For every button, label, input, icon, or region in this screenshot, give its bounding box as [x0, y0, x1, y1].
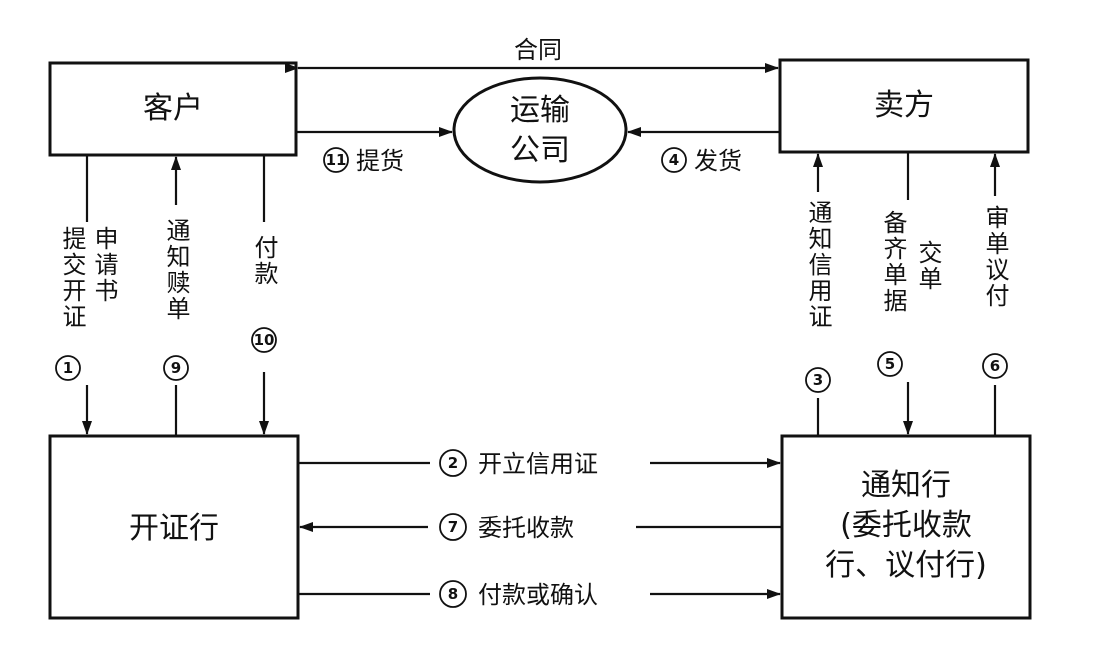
- contract-edge: 合同: [285, 36, 779, 73]
- issue-lc-edge: 2 开立信用证: [298, 449, 781, 478]
- step-9-circle: [163, 355, 189, 381]
- submit-documents-label-line1: 备齐单据: [879, 210, 907, 314]
- customer-label: 客户: [143, 91, 203, 126]
- step-5-circle: [877, 351, 903, 377]
- issuing-bank-label: 开证行: [129, 511, 219, 546]
- shipping-label-line1: 运输: [510, 93, 570, 128]
- step-2-circle: [439, 449, 467, 477]
- step-11-circle: [323, 147, 349, 173]
- step-1-circle: [55, 355, 81, 381]
- issue-lc-label: 开立信用证: [478, 450, 598, 478]
- step-8-number: 8: [448, 585, 458, 603]
- review-negotiate-edge: 审单议付 6: [981, 153, 1009, 436]
- step-3-number: 3: [813, 371, 823, 389]
- entrust-collection-edge: 7 委托收款: [299, 513, 782, 542]
- contract-label: 合同: [514, 36, 562, 64]
- apply-lc-label-line2: 申请书: [90, 226, 118, 304]
- step-6-number: 6: [990, 357, 1000, 375]
- notify-redeem-edge: 通知赎单 9: [162, 156, 190, 436]
- submit-documents-label-line2: 交单: [914, 240, 942, 292]
- submit-documents-edge: 备齐单据 交单 5: [877, 152, 942, 435]
- pay-or-confirm-label: 付款或确认: [478, 581, 598, 609]
- issuing-bank-node: 开证行: [48, 434, 300, 620]
- step-7-number: 7: [448, 518, 458, 536]
- shipping-label-line2: 公司: [510, 133, 570, 168]
- step-6-circle: [982, 353, 1008, 379]
- step-7-circle: [439, 513, 467, 541]
- step-10-number: 10: [254, 331, 275, 349]
- ship-goods-label: 发货: [694, 147, 742, 175]
- step-1-number: 1: [63, 359, 73, 377]
- advising-bank-label-line1: 通知行: [861, 468, 951, 503]
- notify-redeem-label: 通知赎单: [162, 218, 190, 322]
- notify-lc-label: 通知信用证: [804, 200, 832, 330]
- step-2-number: 2: [448, 454, 458, 472]
- step-4-number: 4: [669, 151, 679, 169]
- pickup-label: 提货: [356, 147, 404, 175]
- step-11-number: 11: [326, 151, 347, 169]
- customer-node: 客户: [48, 61, 298, 157]
- step-9-number: 9: [171, 359, 181, 377]
- ship-goods-edge: 4 发货: [627, 127, 780, 175]
- advising-bank-label-line3: 行、议付行): [825, 548, 987, 583]
- step-4-circle: [661, 147, 687, 173]
- payment-label: 付款: [250, 235, 278, 287]
- seller-label: 卖方: [874, 88, 934, 123]
- apply-lc-edge: 提交开证 申请书 1: [55, 155, 118, 435]
- notify-lc-edge: 通知信用证 3: [804, 153, 832, 436]
- step-8-circle: [439, 580, 467, 608]
- entrust-collection-label: 委托收款: [478, 514, 574, 542]
- review-negotiate-label: 审单议付: [981, 205, 1009, 309]
- payment-edge: 付款 10: [250, 155, 278, 435]
- advising-bank-node: 通知行 (委托收款 行、议付行): [780, 434, 1032, 620]
- pickup-edge: 11 提货: [296, 127, 453, 175]
- step-5-number: 5: [885, 355, 895, 373]
- shipping-company-node: 运输 公司: [452, 76, 628, 184]
- pay-or-confirm-edge: 8 付款或确认: [298, 580, 781, 609]
- seller-node: 卖方: [778, 58, 1030, 154]
- step-3-circle: [805, 367, 831, 393]
- step-10-circle: [251, 327, 277, 353]
- apply-lc-label-line1: 提交开证: [58, 226, 86, 330]
- advising-bank-label-line2: (委托收款: [840, 508, 972, 543]
